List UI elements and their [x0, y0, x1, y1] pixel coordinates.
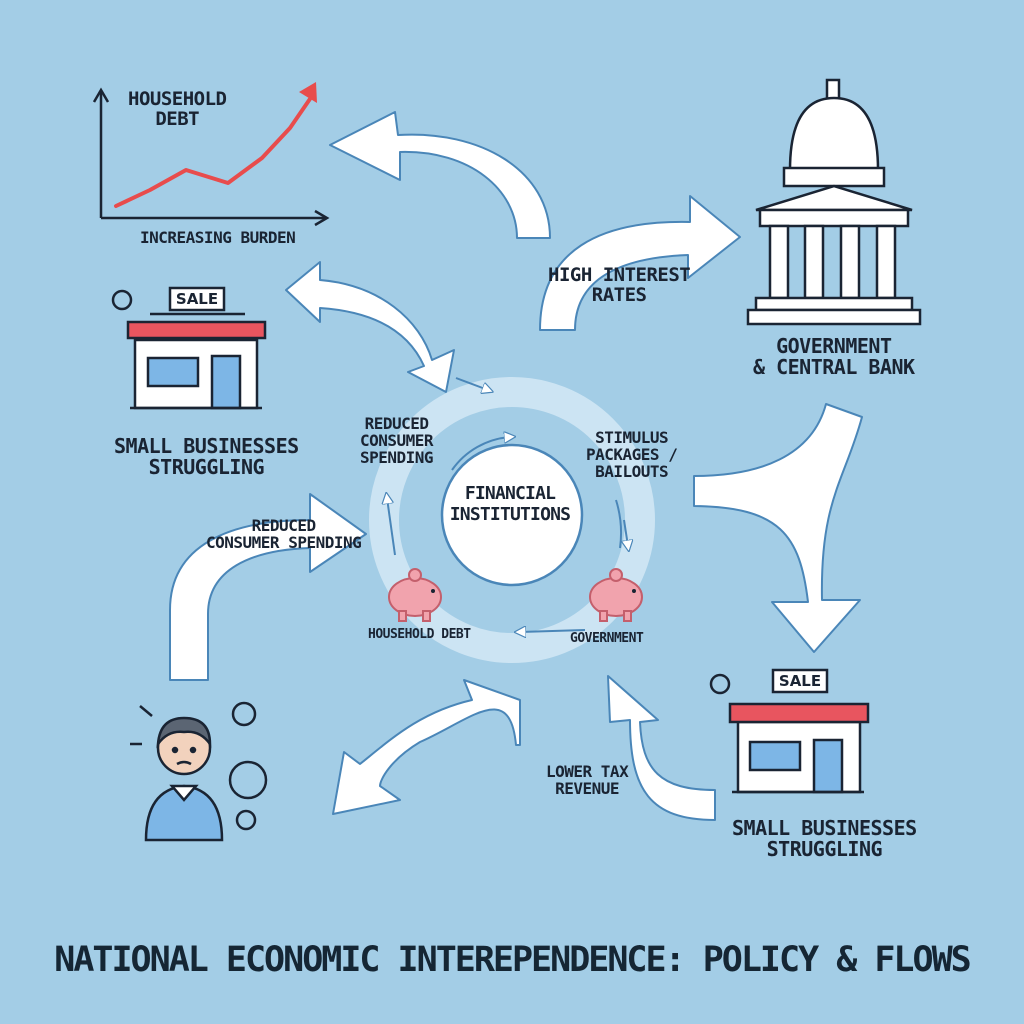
debt-trend-line [114, 94, 314, 208]
stimulus-line-2: PACKAGES / [586, 444, 678, 464]
high-interest-line-2: RATES [591, 283, 647, 306]
right-business-label: SMALL BUSINESSES STRUGGLING [732, 818, 917, 860]
center-circle [440, 443, 584, 587]
household-debt-label-line-1: HOUSEHOLD [128, 88, 227, 110]
high-interest-line-1: HIGH INTEREST [548, 264, 691, 286]
stimulus-line-1: STIMULUS [595, 428, 669, 447]
household-debt-small-label: HOUSEHOLD DEBT [368, 627, 471, 642]
arrow-to-right-business [693, 403, 863, 653]
household-debt-label-line-2: DEBT [155, 107, 200, 130]
household-debt-chart [92, 82, 330, 227]
worried-person-icon [130, 701, 268, 842]
government-label-line-2: & CENTRAL BANK [753, 355, 915, 379]
left-shop-sign: SALE [176, 290, 218, 308]
reduced-inner-line-2: CONSUMER [360, 430, 434, 450]
stimulus-packages-label: STIMULUS PACKAGES / BAILOUTS [586, 428, 678, 481]
center-cycle [369, 377, 655, 663]
high-interest-rates-label: HIGH INTEREST RATES [548, 264, 691, 306]
left-business-label-line-1: SMALL BUSINESSES [114, 434, 299, 458]
center-label-line-2: INSTITUTIONS [449, 503, 571, 525]
government-label-line-1: GOVERNMENT [776, 334, 892, 358]
household-debt-label: HOUSEHOLD DEBT [128, 88, 227, 130]
left-shop-icon [111, 286, 267, 410]
right-business-label-line-2: STRUGGLING [766, 837, 883, 861]
increasing-burden-caption: INCREASING BURDEN [140, 228, 296, 247]
arrow-person-up [169, 493, 367, 681]
financial-institutions-label: FINANCIAL INSTITUTIONS [445, 483, 575, 525]
page-title: NATIONAL ECONOMIC INTEREPENDENCE: POLICY… [54, 940, 971, 980]
right-shop-icon [709, 668, 870, 794]
right-shop-sign: SALE [779, 672, 821, 690]
reduced-spending-inner-label: REDUCED CONSUMER SPENDING [360, 414, 434, 467]
lower-tax-line-2: REVENUE [555, 778, 620, 798]
reduced-outer-line-1: REDUCED [251, 516, 316, 535]
reduced-inner-line-1: REDUCED [364, 414, 429, 433]
arrow-business-to-center [607, 675, 716, 821]
arrow-to-government [539, 195, 741, 331]
center-label-line-1: FINANCIAL [464, 483, 556, 504]
left-business-label-line-2: STRUGGLING [148, 455, 265, 479]
arrow-center-to-person [332, 679, 521, 815]
reduced-inner-line-3: SPENDING [360, 447, 434, 467]
stimulus-line-3: BAILOUTS [595, 461, 669, 481]
arrow-to-household-debt [329, 111, 551, 239]
lower-tax-revenue-label: LOWER TAX REVENUE [546, 762, 629, 798]
flow-arrows [169, 111, 863, 821]
debt-trend-arrowhead [299, 82, 317, 103]
government-label: GOVERNMENT & CENTRAL BANK [753, 336, 915, 378]
right-business-label-line-1: SMALL BUSINESSES [732, 816, 917, 840]
government-building-icon [746, 78, 922, 326]
government-small-label: GOVERNMENT [570, 631, 644, 646]
reduced-outer-line-2: CONSUMER SPENDING [206, 532, 362, 552]
reduced-spending-outer-label: REDUCED CONSUMER SPENDING [206, 516, 362, 552]
lower-tax-line-1: LOWER TAX [546, 762, 629, 781]
arrow-left-business-center [285, 261, 455, 393]
piggy-bank-left-icon [388, 568, 442, 622]
piggy-bank-right-icon [589, 568, 643, 622]
left-business-label: SMALL BUSINESSES STRUGGLING [114, 436, 299, 478]
